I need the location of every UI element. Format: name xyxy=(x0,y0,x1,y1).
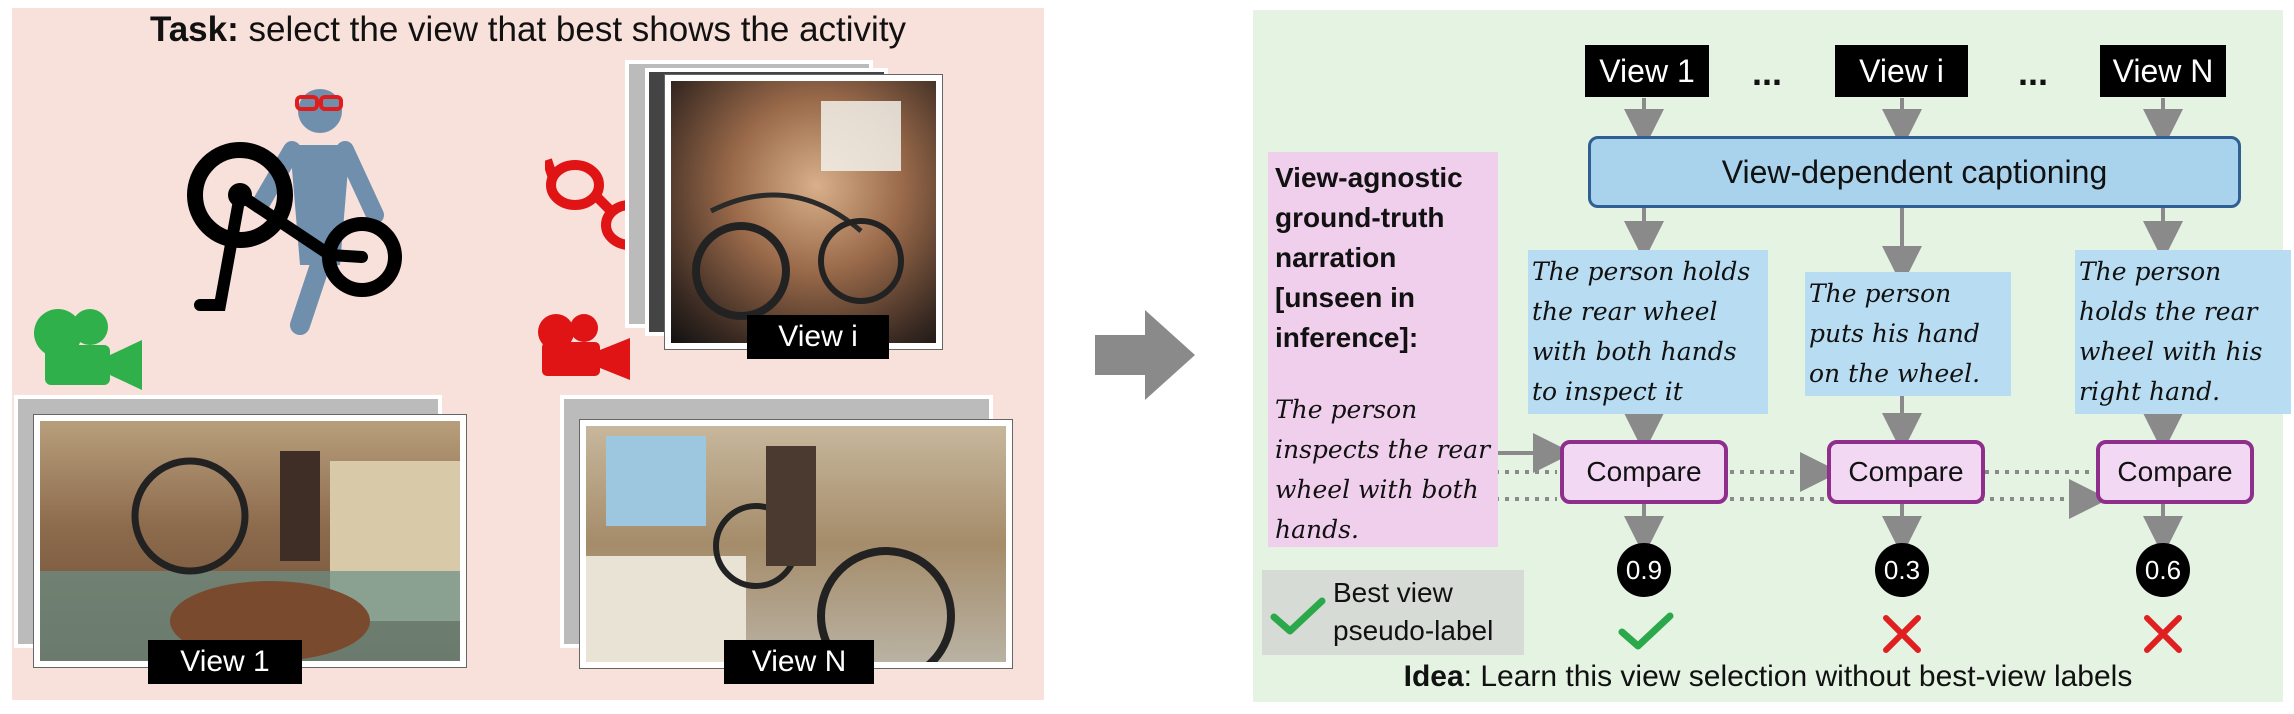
ellipsis: ... xyxy=(2018,52,2049,93)
caption-line: puts his hand xyxy=(1809,319,1980,348)
caption-line: to inspect it xyxy=(1532,377,1683,406)
task-label: Task: xyxy=(149,10,239,49)
idea-text: : Learn this view selection without best… xyxy=(1463,660,2133,693)
idea-statement: Idea: Learn this view selection without … xyxy=(1253,660,2283,694)
arrow-right-icon xyxy=(1095,310,1195,400)
view-1-tag: View 1 xyxy=(1585,45,1709,97)
score-view-i: 0.3 xyxy=(1875,543,1929,597)
score-view-1: 0.9 xyxy=(1617,543,1671,597)
view-i-image xyxy=(665,75,942,349)
view-n-label: View N xyxy=(724,640,874,684)
cross-icon xyxy=(2144,615,2182,653)
view-i-tag: View i xyxy=(1835,45,1968,97)
view-i-label: View i xyxy=(747,315,889,359)
caption-line: right hand. xyxy=(2079,377,2221,406)
caption-line: The person holds xyxy=(1532,257,1751,286)
caption-view-i: The person puts his hand on the wheel. xyxy=(1805,272,2011,396)
camera-icon xyxy=(34,309,142,390)
legend-line: pseudo-label xyxy=(1333,615,1494,646)
person-bike-icon xyxy=(187,89,402,335)
legend-line: Best view xyxy=(1333,577,1453,608)
camera-icon xyxy=(538,314,630,380)
caption-line: holds the rear xyxy=(2079,297,2258,326)
view-n-tag: View N xyxy=(2100,45,2226,97)
narration-text-line: inspects the rear xyxy=(1275,435,1491,464)
captioning-module: View-dependent captioning xyxy=(1588,136,2241,208)
check-icon xyxy=(1618,612,1674,650)
caption-view-1: The person holds the rear wheel with bot… xyxy=(1528,250,1768,414)
caption-line: The person xyxy=(1809,279,1952,308)
caption-line: The person xyxy=(2079,257,2222,286)
compare-box-i: Compare xyxy=(1827,440,1985,504)
narration-title-line: View-agnostic xyxy=(1275,162,1463,193)
task-heading: Task: select the view that best shows th… xyxy=(12,10,1044,50)
caption-line: wheel with his xyxy=(2079,337,2263,366)
idea-label: Idea xyxy=(1403,660,1464,693)
caption-line: on the wheel. xyxy=(1809,359,1981,388)
narration-box xyxy=(1268,152,1498,547)
narration-title: View-agnostic ground-truth narration [un… xyxy=(1275,158,1495,358)
narration-text-line: The person xyxy=(1275,395,1418,424)
view-1-label: View 1 xyxy=(148,640,302,684)
caption-line: the rear wheel xyxy=(1532,297,1718,326)
score-view-n: 0.6 xyxy=(2136,543,2190,597)
task-text: select the view that best shows the acti… xyxy=(248,10,907,49)
ellipsis: ... xyxy=(1752,52,1783,93)
narration-text-line: wheel with both xyxy=(1275,475,1479,504)
caption-line: with both hands xyxy=(1532,337,1737,366)
narration-text-line: hands. xyxy=(1275,515,1359,544)
narration-text: The person inspects the rear wheel with … xyxy=(1275,390,1495,550)
narration-title-line: [unseen in xyxy=(1275,282,1416,313)
cross-icon xyxy=(1883,615,1921,653)
legend-text: Best view pseudo-label xyxy=(1333,574,1493,650)
caption-view-n: The person holds the rear wheel with his… xyxy=(2075,250,2291,414)
compare-box-n: Compare xyxy=(2096,440,2254,504)
check-icon xyxy=(1270,597,1326,635)
narration-title-line: inference]: xyxy=(1275,322,1419,353)
narration-title-line: ground-truth xyxy=(1275,202,1445,233)
compare-box-1: Compare xyxy=(1560,440,1728,504)
narration-title-line: narration xyxy=(1275,242,1397,273)
